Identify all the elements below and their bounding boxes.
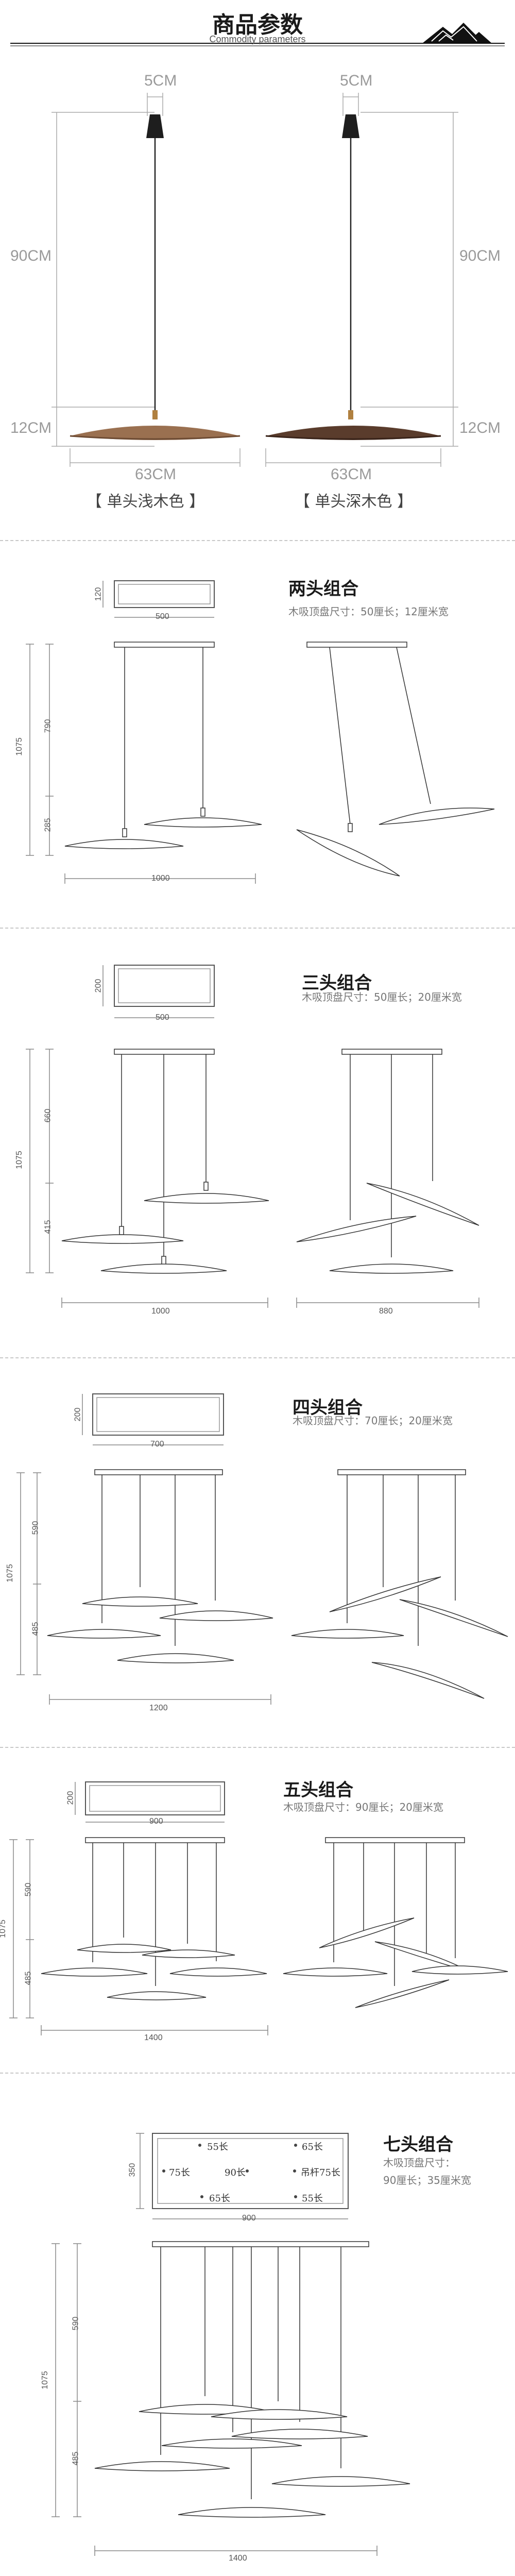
two-plate-w: 500 <box>156 612 169 621</box>
seven-head-title: 七头组合 <box>383 2134 453 2155</box>
four-head-drawing <box>16 1393 508 1705</box>
seven-upper: 590 <box>71 2316 80 2331</box>
light-wood-caption: 【 单头浅木色 】 <box>87 493 205 511</box>
section-divider <box>0 1747 515 1748</box>
header-decoration <box>10 23 505 46</box>
header: 商品参数 Commodity parameters <box>0 0 515 52</box>
four-plate-w: 700 <box>150 1440 164 1449</box>
seven-width: 1400 <box>229 2554 247 2563</box>
seven-plate-w: 900 <box>242 2214 256 2223</box>
cord-length-label-right: 90CM <box>459 247 501 264</box>
four-width: 1200 <box>149 1704 168 1712</box>
mountain-icon <box>422 23 492 43</box>
section-divider <box>0 1357 515 1358</box>
plate-hole-label: 55长 <box>207 2142 228 2152</box>
shade-height-label-left: 12CM <box>10 419 52 436</box>
plate-hole-label: 75长 <box>169 2167 190 2178</box>
cord-length-label-left: 90CM <box>10 247 52 264</box>
lamp-dark-wood <box>265 114 441 440</box>
two-head-drawing <box>26 580 495 884</box>
plate-hole-label: 55长 <box>302 2193 323 2204</box>
five-plate-w: 900 <box>149 1817 163 1826</box>
five-head-spec: 木吸顶盘尺寸：90厘长；20厘米宽 <box>283 1801 443 1813</box>
dark-wood-caption: 【 单头深木色 】 <box>295 493 413 511</box>
seven-overall: 1075 <box>40 2371 49 2389</box>
two-head-title: 两头组合 <box>288 579 358 599</box>
five-head-drawing <box>9 1781 508 2035</box>
section-divider <box>0 540 515 541</box>
three-head-title: 三头组合 <box>302 973 372 994</box>
seven-lower: 485 <box>71 2451 80 2466</box>
shade-diameter-label-right: 63CM <box>331 466 372 483</box>
three-head-drawing <box>26 965 479 1308</box>
page-subtitle: Commodity parameters <box>209 34 306 44</box>
cap-width-label-left: 5CM <box>144 72 177 89</box>
two-width: 1000 <box>151 874 170 883</box>
three-width-alt: 880 <box>379 1307 393 1316</box>
shade-height-label-right: 12CM <box>459 419 501 436</box>
seven-plate-h: 350 <box>128 2163 137 2177</box>
five-width: 1400 <box>144 2033 163 2042</box>
cap-width-label-right: 5CM <box>340 72 373 89</box>
three-head-spec: 木吸顶盘尺寸：50厘长；20厘米宽 <box>302 991 462 1003</box>
single-lamp-drawing <box>52 93 458 467</box>
plate-hole-label: 90长 <box>225 2167 246 2178</box>
plate-hole-label: 65长 <box>302 2142 323 2152</box>
section-divider <box>0 2073 515 2074</box>
four-head-title: 四头组合 <box>293 1398 363 1418</box>
four-head-spec: 木吸顶盘尺寸：70厘长；20厘米宽 <box>293 1415 453 1427</box>
page-title: 商品参数 <box>212 12 303 38</box>
three-width: 1000 <box>151 1307 170 1316</box>
plate-hole-label: 吊杆75长 <box>301 2167 340 2178</box>
section-divider <box>0 928 515 929</box>
two-head-spec: 木吸顶盘尺寸：50厘长；12厘米宽 <box>288 605 449 618</box>
lamp-light-wood <box>70 114 241 440</box>
shade-diameter-label-left: 63CM <box>135 466 177 483</box>
seven-head-spec-line2: 90厘长；35厘米宽 <box>383 2174 471 2186</box>
three-plate-w: 500 <box>156 1013 169 1022</box>
plate-hole-label: 65长 <box>209 2193 230 2204</box>
five-head-title: 五头组合 <box>283 1780 353 1800</box>
seven-head-spec-line1: 木吸顶盘尺寸： <box>383 2157 455 2169</box>
